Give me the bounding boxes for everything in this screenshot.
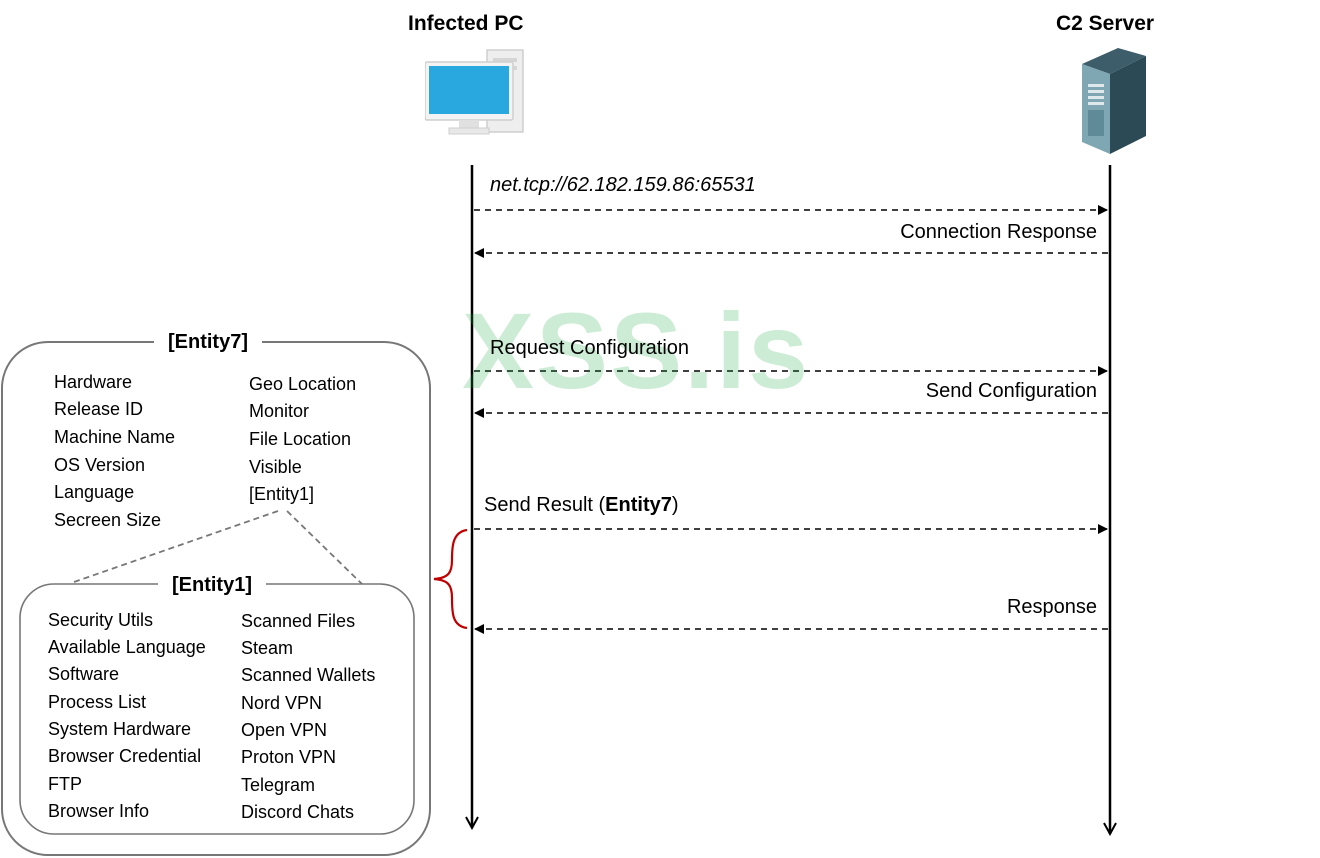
c2-server-title: C2 Server [1056, 12, 1155, 35]
entity7-item: Monitor [249, 401, 310, 421]
entity7-item: Visible [249, 457, 302, 477]
entity1-title: [Entity1] [158, 574, 266, 597]
entity7-item: Machine Name [54, 427, 176, 447]
message-label-net-tcp: net.tcp://62.182.159.86:65531 [490, 174, 756, 196]
entity7-item: OS Version [54, 455, 146, 475]
message-label-response: Response [1006, 596, 1097, 618]
infected-pc-title: Infected PC [408, 12, 524, 35]
entity1-item: Software [48, 664, 120, 684]
entity1-item: Steam [241, 638, 294, 658]
entity7-item: Language [54, 482, 135, 502]
entity1-item: Open VPN [241, 720, 328, 740]
entity1-item: Browser Credential [48, 746, 202, 766]
desktop-computer-icon [425, 49, 524, 135]
entity7-item: [Entity1] [249, 484, 315, 504]
entity1-item: Telegram [241, 775, 316, 795]
entity1-item: Discord Chats [241, 802, 355, 822]
entity1-item: Proton VPN [241, 747, 337, 767]
entity7-item: Geo Location [249, 374, 357, 394]
entity1-item: Browser Info [48, 801, 150, 821]
message-label-connection-response: Connection Response [900, 221, 1097, 243]
entity-link-left [73, 510, 279, 583]
entity7-item: Hardware [54, 372, 133, 392]
entity1-item: Available Language [48, 637, 206, 657]
send-result-suffix: ) [671, 494, 679, 516]
entity7-item: File Location [249, 429, 352, 449]
entity7-item: Release ID [54, 399, 144, 419]
entity1-item: System Hardware [48, 719, 192, 739]
entity1-item: Nord VPN [241, 693, 323, 713]
result-brace [433, 528, 468, 630]
message-label-send-configuration: Send Configuration [925, 380, 1097, 402]
send-result-entity: Entity7 [605, 494, 672, 516]
entity-link-right [286, 510, 363, 585]
entity7-item: Secreen Size [54, 510, 162, 530]
entity1-item: Scanned Files [241, 611, 356, 631]
entity1-item: Scanned Wallets [241, 665, 376, 685]
send-result-prefix: Send Result ( [484, 494, 606, 516]
watermark-text: XSS.is [462, 290, 811, 411]
entity1-item: FTP [48, 774, 82, 794]
entity1-item: Process List [48, 692, 147, 712]
entity7-title: [Entity7] [154, 331, 262, 354]
entity1-item: Security Utils [48, 610, 154, 630]
server-tower-icon [1082, 48, 1146, 154]
message-label-request-configuration: Request Configuration [490, 337, 690, 359]
message-label-send-result: Send Result (Entity7) [484, 494, 679, 517]
